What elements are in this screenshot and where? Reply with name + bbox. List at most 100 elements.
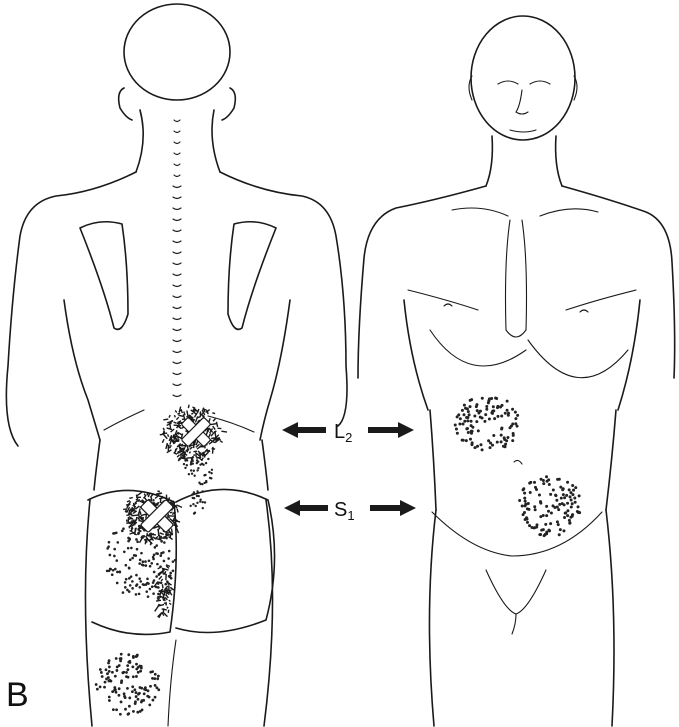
l2-front-stipple-dot xyxy=(475,405,478,408)
l2-back-shading xyxy=(181,409,182,413)
back-thigh-stipple-dot xyxy=(108,696,111,699)
l2-front-stipple-dot xyxy=(492,405,495,408)
s1-front-stipple-dot xyxy=(569,516,572,519)
s1-front-stipple-dot xyxy=(574,501,577,504)
l2-front-stipple-dot xyxy=(505,439,508,442)
s1-back-shading xyxy=(171,528,172,532)
l2-back-shading xyxy=(197,409,199,413)
l2-front-stipple-dot xyxy=(511,439,514,442)
l2-back-stipple xyxy=(202,454,204,456)
back-thigh-stipple-dot xyxy=(126,687,129,690)
l2-back-shading xyxy=(167,421,172,423)
s1-back-shading xyxy=(141,514,146,515)
back-right-inner-arm xyxy=(260,300,290,440)
l2-front-stipple-dot xyxy=(487,439,490,442)
l2-front-stipple-dot xyxy=(476,445,479,448)
back-thigh-stipple-dot xyxy=(128,697,131,700)
back-thigh-stipple-dot xyxy=(141,709,144,712)
back-sacral-shading xyxy=(166,598,167,600)
l2-back-shading xyxy=(188,405,189,408)
s1-front-stipple-dot xyxy=(577,505,580,508)
l2-front-stipple-dot xyxy=(506,400,509,403)
back-stipple-dot xyxy=(150,532,153,535)
s1-front-stipple-dot xyxy=(542,514,545,517)
back-thigh-stipple-dot xyxy=(125,671,128,674)
back-stipple-dot xyxy=(106,570,109,573)
s1-back-shading xyxy=(131,515,138,516)
l2-back-shading xyxy=(202,415,204,417)
back-right-shoulder-arm xyxy=(220,172,347,426)
l2-back-shading xyxy=(170,437,176,438)
back-stipple-dot xyxy=(119,571,122,574)
back-sacral-shading xyxy=(155,606,159,611)
back-stipple-dot xyxy=(126,589,129,592)
l2-front-stipple-dot xyxy=(500,434,503,437)
back-thigh-stipple-dot xyxy=(115,708,118,711)
l2-back-stipple xyxy=(184,467,186,469)
back-stipple-dot xyxy=(131,580,134,583)
s1-front-stipple-dot xyxy=(556,506,559,509)
s1-front-stipple-dot xyxy=(552,488,555,491)
spine-segment xyxy=(173,395,181,397)
l2-front-stipple-dot xyxy=(479,443,482,446)
back-sacral-shading xyxy=(161,579,163,581)
back-stipple-dot xyxy=(122,591,125,594)
spine-segment xyxy=(173,373,181,375)
back-stipple-dot xyxy=(129,558,132,561)
s1-front-stipple-dot xyxy=(548,483,551,486)
back-stipple-dot xyxy=(130,547,133,550)
back-stipple-dot xyxy=(135,538,138,541)
back-stipple-dot xyxy=(172,560,175,563)
l2-front-stipple-dot xyxy=(459,417,462,420)
back-thigh-stipple-dot xyxy=(119,657,122,660)
back-thigh-stipple-dot xyxy=(151,670,154,673)
back-stipple-dot xyxy=(116,582,119,585)
s1-front-stipple-dot xyxy=(543,534,546,537)
back-sacral-shading xyxy=(171,588,174,590)
back-stipple-dot xyxy=(193,491,195,493)
back-head xyxy=(124,4,230,100)
back-stipple-dot xyxy=(196,490,198,492)
back-thigh-stipple-dot xyxy=(147,689,150,692)
back-thigh-stipple-dot xyxy=(108,670,111,673)
back-thigh-stipple-dot xyxy=(107,662,110,665)
s1-front-stipple-dot xyxy=(566,481,569,484)
s1-front-referred-dots xyxy=(518,475,581,537)
l2-back-stipple xyxy=(211,469,213,471)
l2-back-stipple xyxy=(188,473,190,475)
back-stipple-dot xyxy=(170,577,173,580)
l2-back-shading xyxy=(163,428,164,430)
l2-back-stipple xyxy=(190,461,192,463)
back-stipple-dot xyxy=(114,568,117,571)
back-thigh-stipple-dot xyxy=(151,677,154,680)
s1-back-shading xyxy=(129,501,131,504)
back-thigh-stipple-dot xyxy=(139,670,142,673)
s1-back-shading xyxy=(158,530,159,536)
s1-back-shading xyxy=(129,498,132,499)
back-stipple-dot xyxy=(153,571,156,574)
back-stipple-dot xyxy=(131,527,134,530)
l2-back-shading xyxy=(199,452,200,454)
l2-back-shading xyxy=(179,407,181,413)
l2-front-stipple-dot xyxy=(489,446,492,449)
back-stipple-dot xyxy=(164,583,167,586)
back-stipple-dot xyxy=(150,562,153,565)
l2-back-shading xyxy=(205,452,208,455)
s1-front-stipple-dot xyxy=(563,496,566,499)
back-thigh-stipple-dot xyxy=(115,657,118,660)
back-thigh-stipple-dot xyxy=(118,694,121,697)
back-stipple-dot xyxy=(147,582,150,585)
spine-segment xyxy=(174,142,180,144)
l2-back-shading xyxy=(163,434,168,439)
l2-front-stipple-dot xyxy=(463,404,466,407)
l2-back-shading xyxy=(174,448,177,453)
l2-front-stipple-dot xyxy=(466,419,469,422)
back-stipple-dot xyxy=(130,575,133,578)
back-thigh-stipple-dot xyxy=(148,704,151,707)
back-thigh-stipple-dot xyxy=(120,701,123,704)
back-stipple-dot xyxy=(159,554,162,557)
back-right-waist xyxy=(262,440,268,490)
l2-front-stipple-dot xyxy=(488,418,491,421)
back-thigh-stipple-dot xyxy=(111,690,114,693)
back-stipple-dot xyxy=(149,588,152,591)
